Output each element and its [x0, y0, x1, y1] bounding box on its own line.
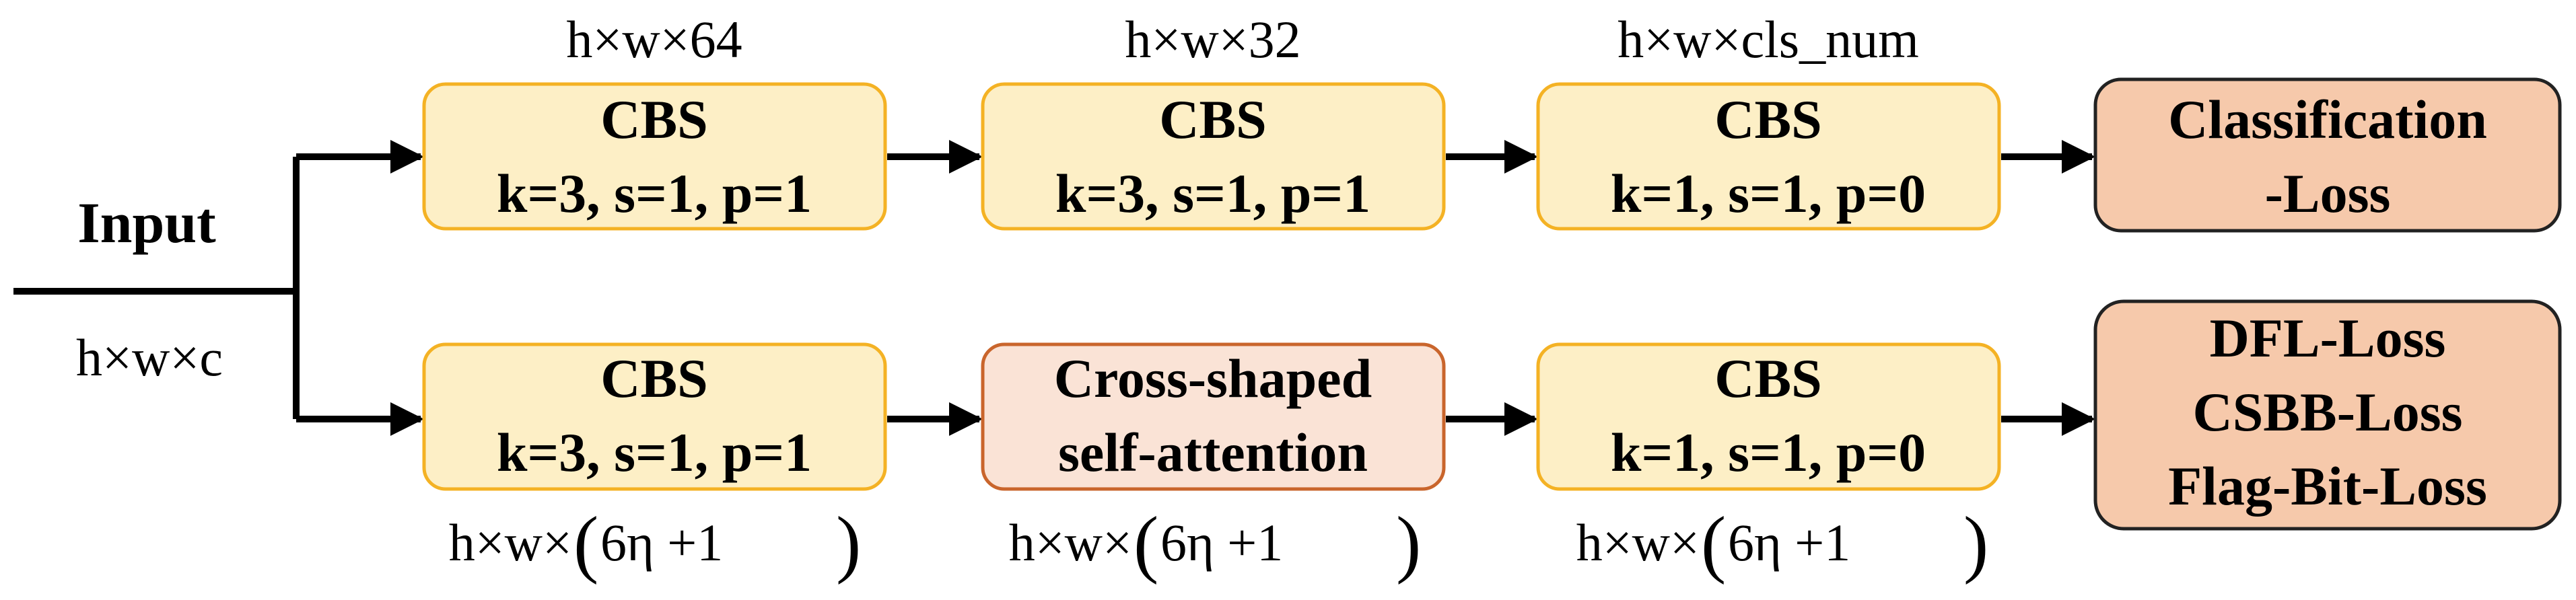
bottom-cbs-block-3-dims-rparen: ): [1963, 502, 1988, 585]
top-cbs-block-3-params: k=1, s=1, p=0: [1611, 163, 1926, 224]
cross-shaped-attention-line1: Cross-shaped: [1054, 348, 1372, 409]
classification-loss-line1: Classification: [2168, 89, 2487, 150]
flag-bit-loss-label: Flag-Bit-Loss: [2168, 455, 2487, 517]
csbb-loss-label: CSBB-Loss: [2192, 381, 2462, 443]
top-cbs-block-3: CBS k=1, s=1, p=0: [1536, 82, 2001, 231]
regression-loss-box: [2093, 299, 2562, 531]
top-cbs-block-2: CBS k=3, s=1, p=1: [981, 82, 1446, 231]
bottom-cbs-block-3-box: [1536, 342, 2001, 491]
cross-shaped-attention-block: Cross-shaped self-attention: [981, 342, 1446, 491]
top-cbs-block-1-dims: h×w×64: [566, 10, 742, 69]
bottom-cbs-block-3-title: CBS: [1714, 348, 1822, 409]
cross-shaped-attention-dims-lparen: (: [1134, 502, 1158, 585]
top-cbs-block-3-dims: h×w×cls_num: [1617, 10, 1919, 69]
cross-shaped-attention-dims-rparen: ): [1396, 502, 1421, 585]
top-cbs-block-1-params: k=3, s=1, p=1: [497, 163, 812, 224]
input-connector: [13, 140, 424, 436]
top-cbs-block-2-title: CBS: [1159, 89, 1267, 150]
regression-loss-block: DFL-Loss CSBB-Loss Flag-Bit-Loss: [2093, 299, 2562, 531]
cross-shaped-attention-box: [981, 342, 1446, 491]
cross-shaped-attention-dims-prefix: h×w×: [1009, 513, 1132, 572]
bottom-cbs-block-1-dims: h×w× ( 6η +1 ): [449, 502, 862, 585]
bottom-cbs-block-1-dims-lparen: (: [573, 502, 598, 585]
bottom-cbs-block-3-dims-prefix: h×w×: [1576, 513, 1700, 572]
top-cbs-block-3-title: CBS: [1714, 89, 1822, 150]
cross-shaped-attention-dims: h×w× ( 6η +1 ): [1009, 502, 1422, 585]
cross-shaped-attention-line2: self-attention: [1058, 422, 1368, 483]
cross-shaped-attention-dims-inner: 6η +1: [1160, 513, 1283, 572]
classification-loss-line2: -Loss: [2265, 163, 2391, 224]
bottom-cbs-block-1-title: CBS: [600, 348, 708, 409]
bottom-cbs-block-1: CBS k=3, s=1, p=1: [422, 342, 887, 491]
top-cbs-block-1: CBS k=3, s=1, p=1: [422, 82, 887, 231]
input-label: Input: [77, 190, 216, 255]
classification-loss-box: [2093, 77, 2562, 233]
top-cbs-block-3-box: [1536, 82, 2001, 231]
bottom-cbs-block-3-dims-lparen: (: [1701, 502, 1726, 585]
dfl-loss-label: DFL-Loss: [2210, 307, 2446, 369]
input-dims: h×w×c: [76, 328, 223, 387]
classification-loss-block: Classification -Loss: [2093, 77, 2562, 233]
top-cbs-block-1-box: [422, 82, 887, 231]
bottom-cbs-block-3-dims: h×w× ( 6η +1 ): [1576, 502, 1989, 585]
bottom-cbs-block-1-params: k=3, s=1, p=1: [497, 422, 812, 483]
top-cbs-block-2-params: k=3, s=1, p=1: [1055, 163, 1370, 224]
bottom-cbs-block-3-dims-inner: 6η +1: [1728, 513, 1850, 572]
bottom-cbs-block-1-dims-rparen: ): [836, 502, 861, 585]
top-cbs-block-2-box: [981, 82, 1446, 231]
bottom-cbs-block-1-dims-prefix: h×w×: [449, 513, 572, 572]
bottom-cbs-block-1-dims-inner: 6η +1: [600, 513, 723, 572]
top-cbs-block-1-title: CBS: [600, 89, 708, 150]
bottom-cbs-block-1-box: [422, 342, 887, 491]
bottom-cbs-block-3-params: k=1, s=1, p=0: [1611, 422, 1926, 483]
bottom-cbs-block-3: CBS k=1, s=1, p=0: [1536, 342, 2001, 491]
top-cbs-block-2-dims: h×w×32: [1125, 10, 1300, 69]
